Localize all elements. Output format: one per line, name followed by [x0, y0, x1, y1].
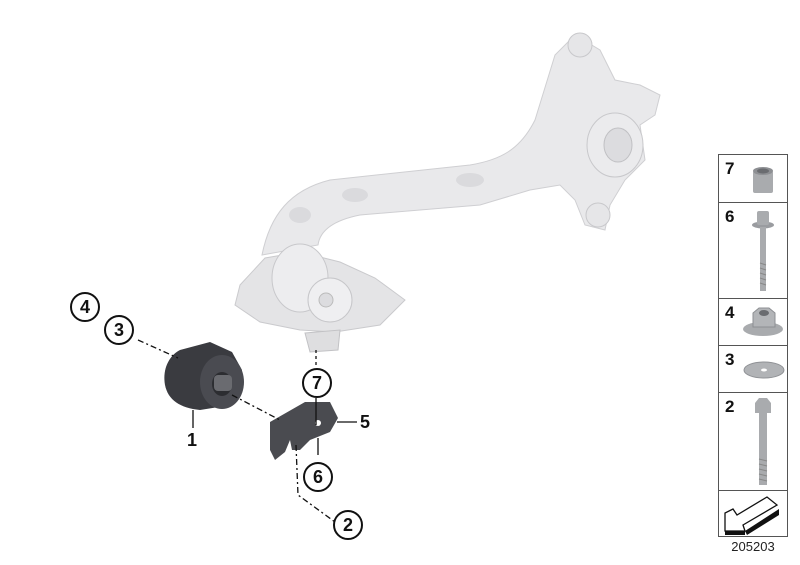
callout-5: 5 — [360, 412, 371, 432]
panel-item-label: 3 — [725, 350, 735, 369]
panel-item-arrow — [719, 491, 787, 536]
hardware-panel: 7 6 4 3 2 — [718, 154, 788, 537]
panel-item-7: 7 — [719, 155, 787, 203]
flange-bolt-icon — [752, 211, 774, 291]
direction-arrow-icon — [724, 496, 779, 535]
panel-item-3: 3 — [719, 346, 787, 393]
callout-6: 6 — [303, 462, 333, 492]
callout-4: 4 — [70, 292, 100, 322]
part-number: 205203 — [731, 539, 775, 554]
trailing-arm-illustration — [234, 32, 661, 353]
panel-item-label: 6 — [725, 207, 735, 226]
panel-item-label: 2 — [725, 397, 735, 416]
washer-icon — [743, 361, 785, 379]
callout-2: 2 — [333, 510, 363, 540]
sleeve-icon — [753, 167, 773, 193]
callout-3: 3 — [104, 315, 134, 345]
rubber-bushing-illustration — [164, 342, 244, 410]
flange-nut-icon — [743, 307, 783, 336]
hex-bolt-icon — [755, 398, 771, 485]
panel-item-label: 4 — [725, 303, 735, 322]
leader-lines — [137, 339, 357, 523]
panel-item-2: 2 — [719, 393, 787, 491]
callout-7: 7 — [302, 368, 332, 398]
panel-item-label: 7 — [725, 159, 735, 178]
mounting-bracket-illustration — [270, 402, 338, 460]
panel-item-6: 6 — [719, 203, 787, 299]
panel-item-4: 4 — [719, 299, 787, 346]
callout-1: 1 — [187, 430, 198, 450]
